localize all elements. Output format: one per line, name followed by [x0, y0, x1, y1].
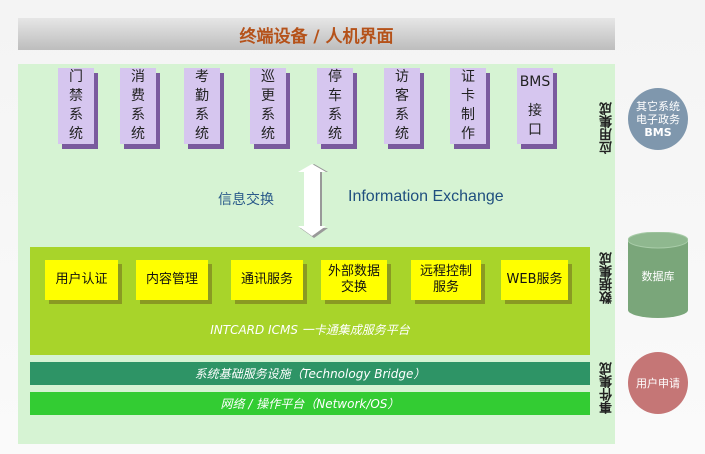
app-system-char: 统: [395, 126, 409, 142]
database-label: 数据库: [641, 270, 675, 283]
technology-bridge-bar: 系统基础服务设施（Technology Bridge）: [30, 362, 590, 385]
app-system-char: 巡: [261, 69, 275, 85]
app-integration-label: 应用集成: [600, 102, 615, 154]
app-system-char: 系: [328, 107, 342, 123]
app-system-box: 门禁系统: [58, 68, 94, 144]
service-box: 远程控制 服务: [411, 260, 481, 300]
service-box: 通讯服务: [231, 260, 303, 300]
app-system-char: 门: [69, 69, 83, 85]
app-system-box: BMS 接口: [517, 68, 553, 144]
app-system-char: 统: [69, 126, 83, 142]
app-system-char: 系: [131, 107, 145, 123]
app-system-char: 消: [131, 69, 145, 85]
database-cylinder-icon: 数据库: [628, 232, 688, 318]
other-systems-circle: 其它系统 电子政务 BMS: [628, 88, 688, 150]
app-system-char: 统: [328, 126, 342, 142]
app-system-char: 作: [461, 126, 475, 142]
app-system-box: 巡更系统: [250, 68, 286, 144]
app-system-char: 接: [528, 102, 542, 119]
event-integration-label: 事件集成: [600, 362, 615, 414]
service-platform: [30, 247, 590, 355]
double-arrow-icon: [298, 164, 328, 238]
app-system-char: 系: [195, 107, 209, 123]
exchange-label-en: Information Exchange: [348, 188, 504, 205]
app-system-char: 系: [395, 107, 409, 123]
app-system-box: 证卡制作: [450, 68, 486, 144]
user-request-circle: 用户申请: [628, 352, 688, 414]
platform-label: INTCARD ICMS 一卡通集成服务平台: [210, 323, 410, 337]
app-system-char: BMS: [519, 73, 551, 90]
app-system-char: 客: [395, 88, 409, 104]
app-system-char: 费: [131, 88, 145, 104]
app-system-char: 系: [69, 107, 83, 123]
app-system-box: 消费系统: [120, 68, 156, 144]
app-system-box: 考勤系统: [184, 68, 220, 144]
other-systems-line: 电子政务: [636, 112, 680, 126]
service-box: 用户认证: [45, 260, 118, 300]
app-system-char: 统: [195, 126, 209, 142]
other-systems-line: BMS: [644, 125, 672, 139]
app-system-box: 访客系统: [384, 68, 420, 144]
network-os-bar: 网络 / 操作平台（Network/OS）: [30, 392, 590, 415]
service-box: 内容管理: [136, 260, 208, 300]
app-system-box: 停车系统: [317, 68, 353, 144]
app-system-char: 考: [195, 69, 209, 85]
exchange-label-cn: 信息交换: [218, 192, 274, 208]
app-system-char: 禁: [69, 88, 83, 104]
other-systems-line: 其它系统: [636, 99, 680, 113]
app-system-char: 统: [131, 126, 145, 142]
app-system-char: 访: [395, 69, 409, 85]
app-system-char: 勤: [195, 88, 209, 104]
app-system-char: 更: [261, 88, 275, 104]
app-system-char: 卡: [461, 88, 475, 104]
service-box: WEB服务: [501, 260, 568, 300]
app-system-char: 口: [528, 121, 542, 138]
service-box: 外部数据 交换: [321, 260, 387, 300]
app-system-char: 统: [261, 126, 275, 142]
app-system-char: 制: [461, 107, 475, 123]
data-integration-label: 数据集成: [600, 252, 615, 304]
app-system-char: 系: [261, 107, 275, 123]
app-system-char: 车: [328, 88, 342, 104]
terminal-banner: 终端设备 / 人机界面: [18, 18, 615, 50]
app-system-char: 停: [328, 69, 342, 85]
app-system-char: 证: [461, 69, 475, 85]
